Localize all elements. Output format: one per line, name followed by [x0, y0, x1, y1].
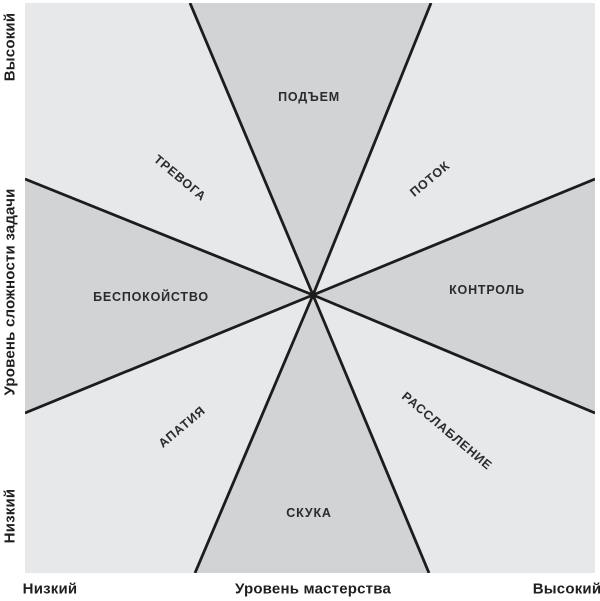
sector-fill-arousal [190, 3, 431, 295]
y-axis-low-label: Низкий [1, 488, 19, 544]
divider-line-boredom-apathy [193, 294, 315, 573]
sector-label-boredom: СКУКА [286, 506, 332, 520]
sector-fill-control [313, 179, 595, 413]
sector-label-arousal: ПОДЪЕМ [278, 90, 340, 104]
sector-fill-boredom [195, 295, 429, 573]
divider-line-arousal-flow [311, 3, 433, 296]
x-axis-high-label: Высокий [532, 580, 600, 598]
divider-line-apathy-worry [25, 293, 314, 415]
divider-line-anxiety-arousal [188, 3, 315, 296]
x-axis-low-label: Низкий [22, 580, 78, 598]
diagram-canvas [25, 3, 595, 573]
divider-line-control-relaxation [312, 293, 595, 415]
sector-label-control: КОНТРОЛЬ [449, 283, 525, 297]
divider-line-worry-anxiety [25, 177, 314, 297]
y-axis-high-label: Высокий [1, 12, 19, 82]
sector-fill-worry [25, 179, 313, 413]
sector-label-worry: БЕСПОКОЙСТВО [93, 290, 209, 304]
divider-line-flow-control [312, 177, 595, 297]
x-axis-title: Уровень мастерства [235, 580, 391, 598]
diagram-plot-area: ПОДЪЕМ ПОТОК КОНТРОЛЬ РАССЛАБЛЕНИЕ СКУКА… [25, 3, 595, 573]
y-axis-title: Уровень сложности задачи [1, 188, 19, 396]
divider-line-relaxation-boredom [311, 294, 431, 573]
